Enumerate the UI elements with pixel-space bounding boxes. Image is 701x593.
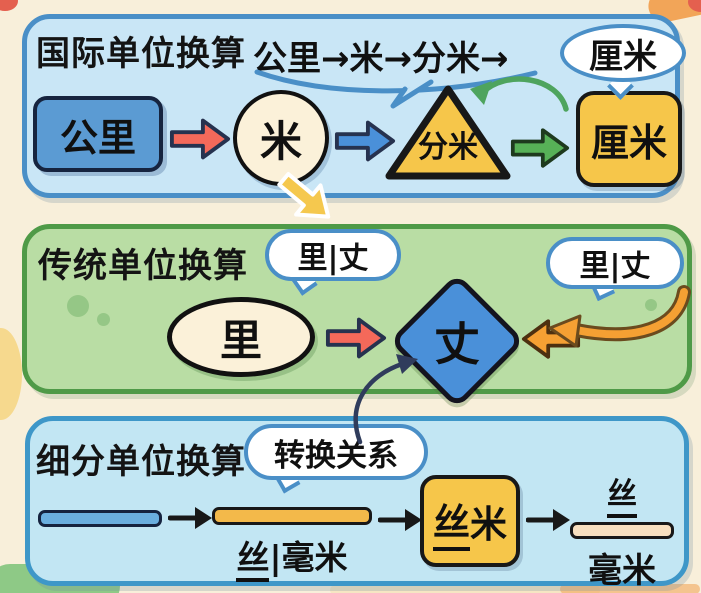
panel-subdivision-units: 细分单位换算 转换关系 丝|毫米 丝米 丝 毫米 — [25, 416, 689, 591]
bottom-watermark-blob — [560, 584, 700, 593]
green-dot-decor — [645, 299, 657, 311]
arrow-right-green-icon — [510, 128, 570, 168]
fraction-denominator-mm: 毫米 — [588, 551, 656, 591]
corner-blob-top-right-red — [688, 0, 701, 12]
conversion-chain-label: 公里→米→分米→ — [253, 39, 509, 79]
unit-bar-blue — [38, 510, 162, 527]
node-li: 里 — [167, 297, 315, 377]
node-simi-si: 丝 — [433, 492, 470, 551]
label-si-millimeter: 丝|毫米 — [212, 531, 372, 582]
arrow-right-thin-icon — [378, 509, 422, 531]
speech-bubble-li-zhang-left: 里|丈 — [265, 229, 401, 281]
arrow-right-thin-icon — [526, 509, 570, 531]
node-centimeter: 厘米 — [576, 91, 682, 187]
node-zhang-label: 丈 — [434, 317, 480, 371]
unit-bar-yellow — [212, 507, 372, 525]
curved-arrow-cm-to-dm-icon — [470, 76, 569, 112]
label-si: 丝 — [236, 538, 270, 582]
arrow-right-red-icon — [325, 317, 387, 359]
node-meter: 米 — [233, 90, 329, 186]
bottom-strip-decor — [330, 585, 600, 593]
panel-international-units: 国际单位换算 公里→米→分米→ 厘米 公里 米 分米 厘米 — [22, 14, 686, 198]
fraction-numerator-si: 丝 — [607, 469, 637, 518]
node-decimeter-triangle — [385, 85, 511, 180]
corner-blob-top-left — [0, 0, 18, 11]
unit-bar-cream — [570, 522, 674, 539]
node-decimeter-label: 分米 — [418, 130, 478, 165]
green-dot-decor — [67, 295, 89, 317]
fraction-si-over-mm: 丝 毫米 — [565, 469, 679, 592]
node-kilometer: 公里 — [33, 96, 163, 172]
panel-international-title: 国际单位换算 — [36, 34, 246, 74]
green-dot-decor — [97, 313, 110, 326]
node-simi: 丝米 — [420, 475, 520, 567]
panel-traditional-units: 传统单位换算 里|丈 里|丈 里 丈 — [22, 224, 692, 409]
speech-bubble-conversion-relation: 转换关系 — [244, 424, 428, 480]
arrow-right-thin-icon — [168, 507, 212, 529]
label-millimeter: 毫米 — [281, 538, 348, 577]
arrow-right-blue-icon — [334, 120, 396, 162]
panel-subdivision-title: 细分单位换算 — [36, 442, 246, 482]
curved-arrow-orange-to-zhang-icon — [548, 285, 691, 348]
arrow-right-red-icon — [169, 118, 231, 160]
label-separator: | — [269, 538, 282, 577]
speech-bubble-li-zhang-right: 里|丈 — [546, 237, 684, 289]
speech-bubble-cm: 厘米 — [560, 24, 686, 82]
arrow-down-yellow-bridge-icon — [277, 171, 331, 219]
edge-blob-left-yellow — [0, 328, 22, 420]
panel-traditional-title: 传统单位换算 — [38, 246, 248, 286]
node-simi-mi: 米 — [470, 503, 507, 546]
curved-arrow-navy-to-zhang-icon — [353, 354, 418, 445]
